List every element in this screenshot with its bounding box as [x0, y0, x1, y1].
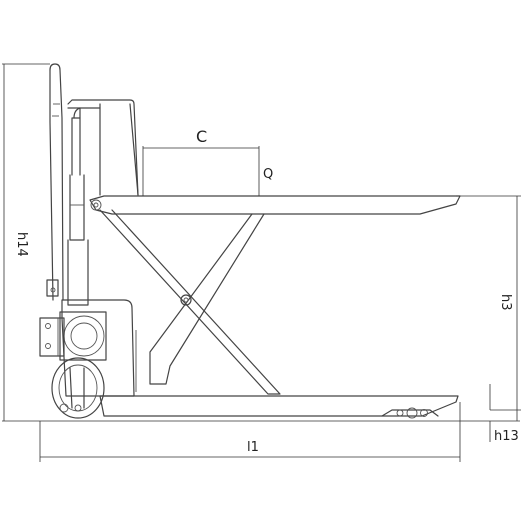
dimension-h14: h14: [2, 63, 50, 421]
scissor-mechanism: [99, 209, 281, 395]
steering-wheel: [51, 357, 105, 419]
load-indicator-q: Q: [263, 167, 273, 182]
hydraulic-cylinder: [67, 107, 89, 306]
base-frame: [99, 395, 459, 419]
dimension-h13: h13: [489, 384, 521, 444]
label-l1: l1: [247, 440, 259, 455]
label-q: Q: [263, 167, 273, 182]
label-h3: h3: [498, 294, 513, 311]
fork-platform: [89, 195, 461, 215]
dimension-l1: l1: [39, 402, 461, 462]
label-h14: h14: [14, 232, 29, 257]
upper-frame: [67, 99, 139, 196]
tiller-handle: [46, 63, 64, 301]
dimension-h3: h3: [456, 195, 521, 421]
label-c: C: [196, 127, 207, 146]
label-h13: h13: [494, 429, 519, 444]
pump-housing: [39, 299, 135, 397]
dimension-c: C: [142, 127, 260, 196]
